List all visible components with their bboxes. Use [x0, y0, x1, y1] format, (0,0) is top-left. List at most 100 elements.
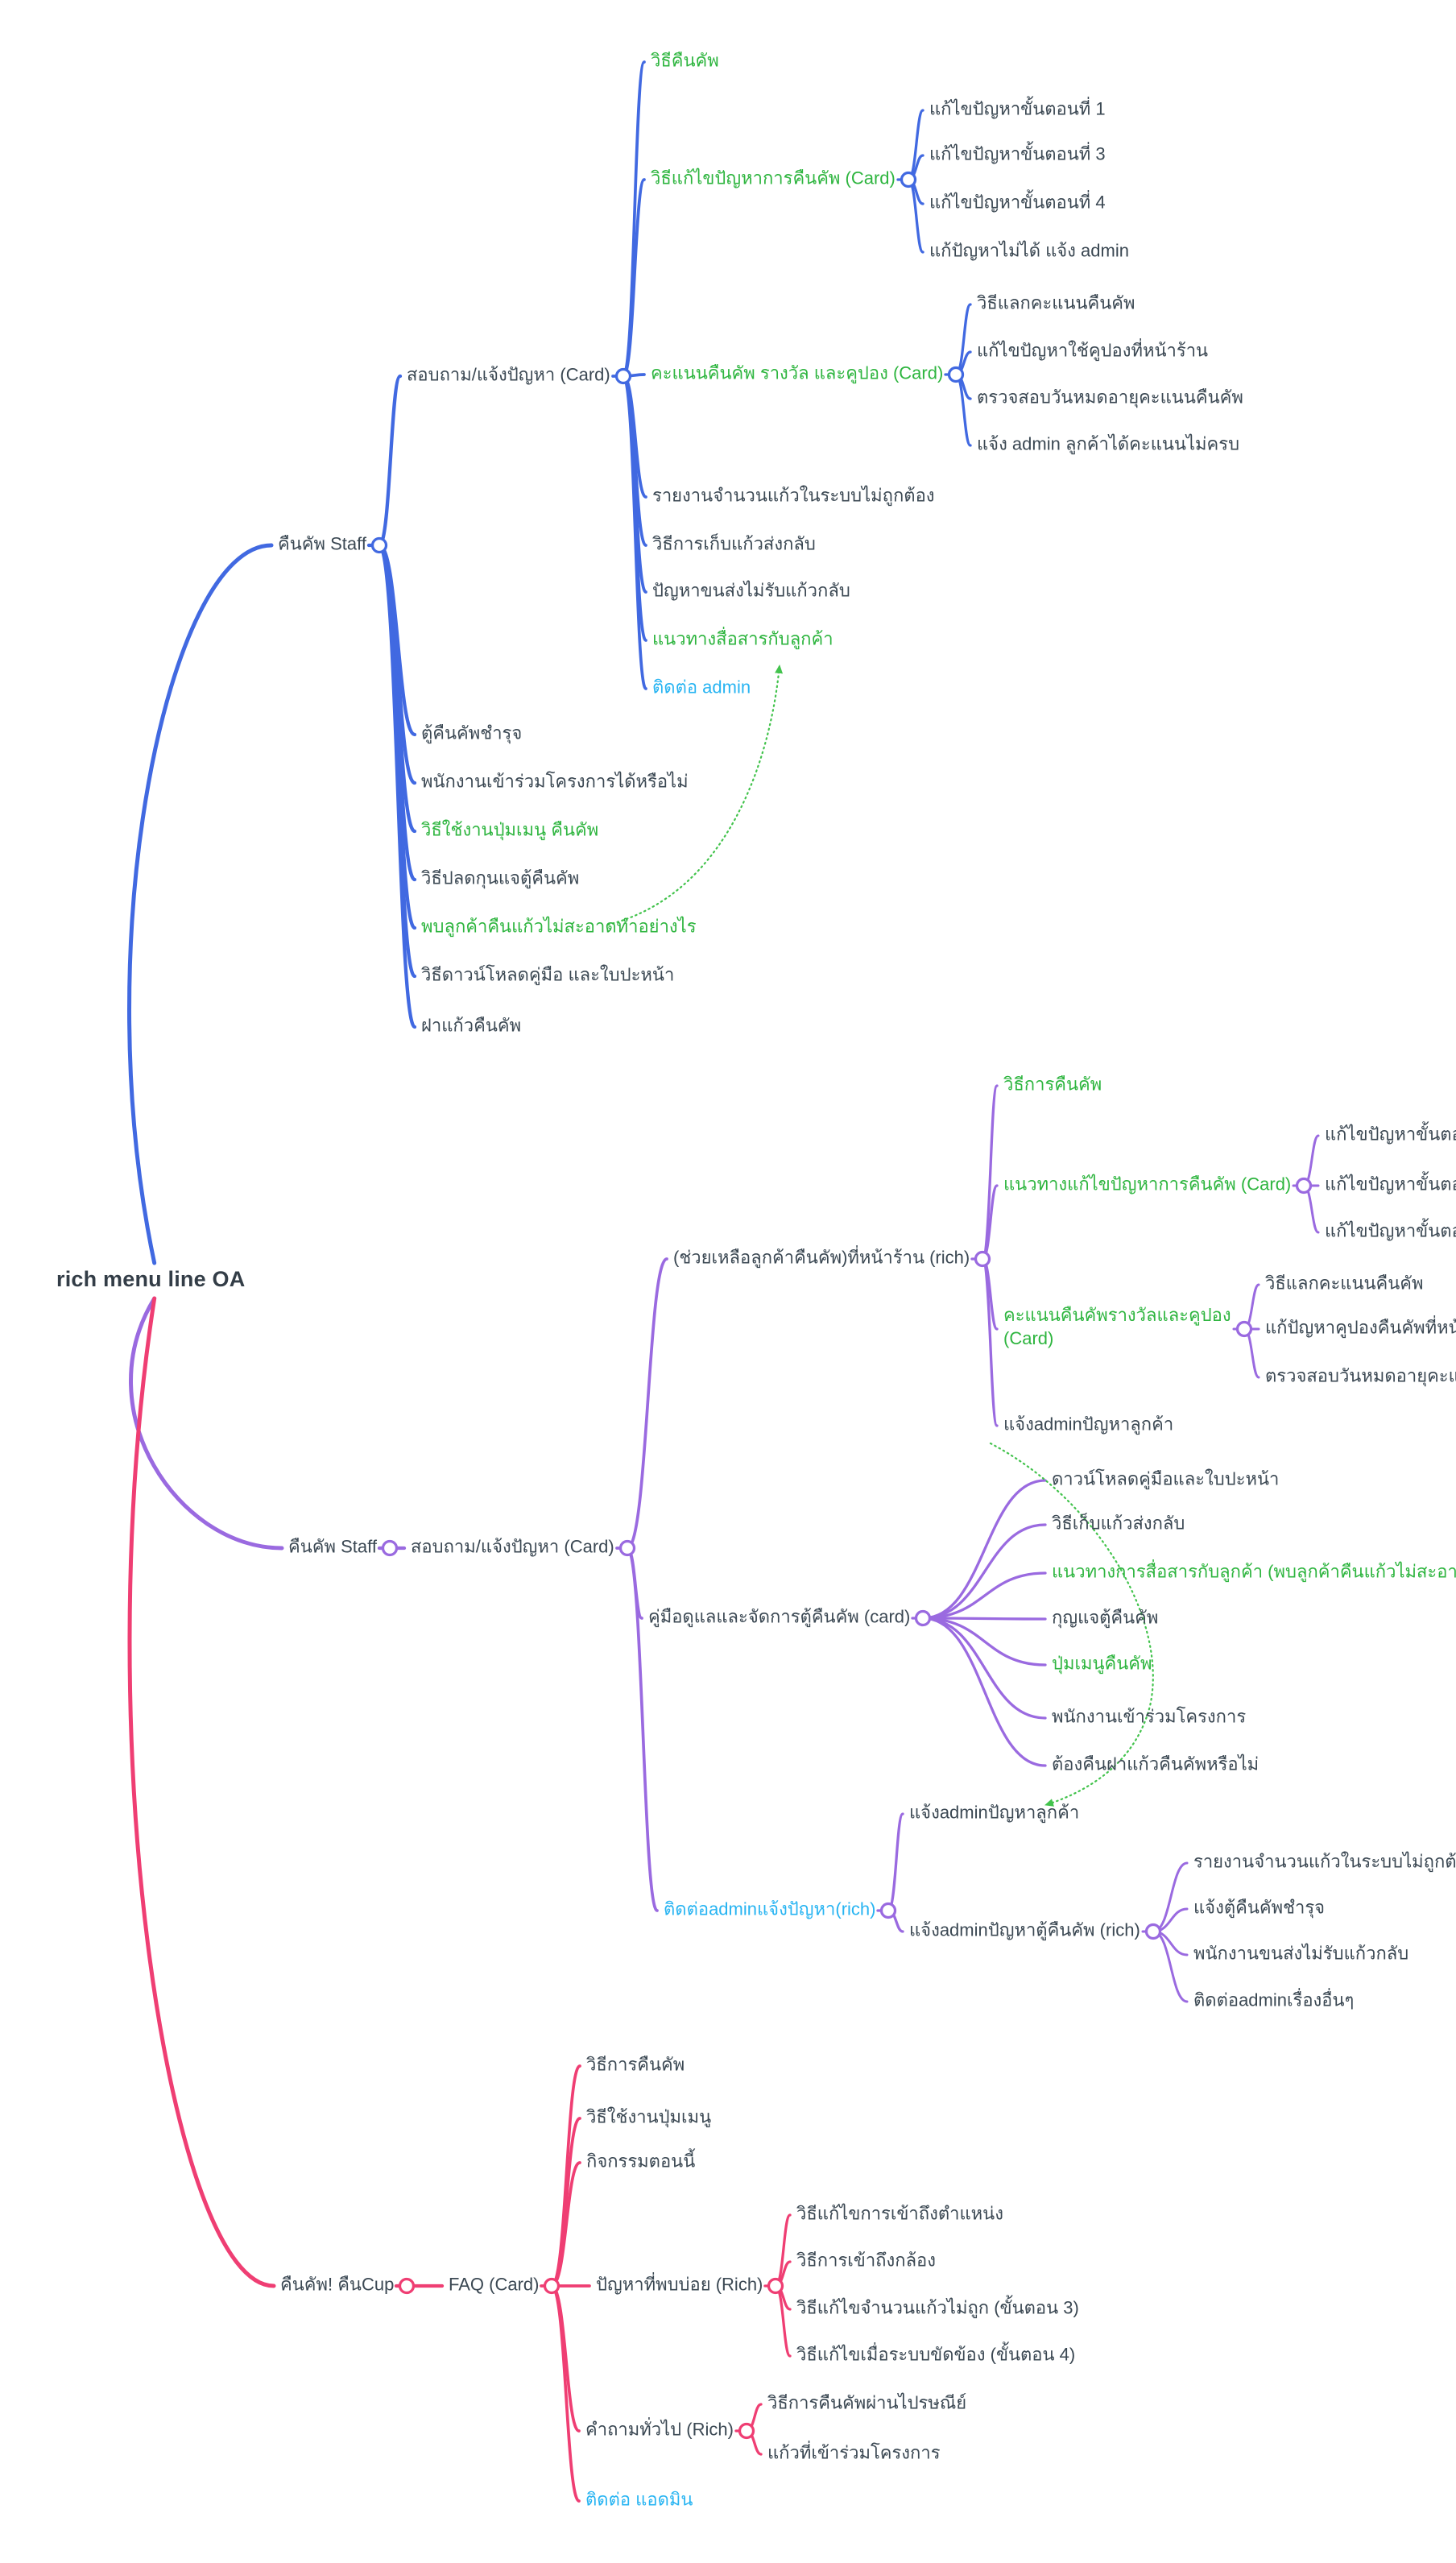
branch-link — [921, 1571, 1047, 1620]
mindmap-node[interactable]: วิธีแก้ไขเมื่อระบบขัดข้อง (ขั้นตอน 4) — [796, 2344, 1076, 2365]
mindmap-node[interactable]: วิธีการคืนคัพผ่านไปรษณีย์ — [767, 2392, 967, 2413]
collapse-circle-icon[interactable] — [1144, 1923, 1162, 1940]
branch-link — [921, 1479, 1047, 1620]
mindmap-node[interactable]: แก้ไขปัญหาขั้นตอนที่ 4 — [929, 192, 1106, 213]
mindmap-node[interactable]: แนวทางสื่อสารกับลูกค้า — [652, 628, 833, 649]
branch-link — [622, 178, 646, 378]
collapse-circle-icon[interactable] — [543, 2277, 560, 2295]
mindmap-node[interactable]: วิธีใช้งานปุ่มเมนู — [586, 2106, 712, 2127]
mindmap-node[interactable]: FAQ (Card) — [449, 2274, 540, 2295]
collapse-circle-icon[interactable] — [398, 2277, 416, 2295]
collapse-circle-icon[interactable] — [947, 366, 965, 383]
mindmap-node[interactable]: วิธีแก้ไขจำนวนแก้วไม่ถูก (ขั้นตอน 3) — [796, 2297, 1079, 2318]
collapse-circle-icon[interactable] — [767, 2277, 784, 2295]
mindmap-node[interactable]: คะแนนคืนคัพ รางวัล และคูปอง (Card) — [651, 362, 944, 383]
mindmap-node[interactable]: คืนคัพ Staff — [288, 1536, 377, 1557]
mindmap-node[interactable]: วิธีเก็บแก้วส่งกลับ — [1052, 1513, 1185, 1534]
mindmap-node[interactable]: แก้ไขปัญหาขั้นตอนที่ 3 — [1325, 1174, 1456, 1195]
mindmap-node[interactable]: ต้องคืนฝาแก้วคืนคัพหรือไม่ — [1052, 1754, 1260, 1774]
mindmap-node[interactable]: ตรวจสอบวันหมดอายุคะแนนคืนคัพ — [977, 387, 1243, 408]
mindmap-node[interactable]: ตู้คืนคัพชำรุจ — [421, 723, 523, 743]
mindmap-node[interactable]: แจ้งตู้คืนคัพชำรุจ — [1193, 1897, 1326, 1918]
mindmap-node[interactable]: พนักงานเข้าร่วมโครงการได้หรือไม่ — [421, 771, 689, 792]
mindmap-node[interactable]: แจ้งadminปัญหาตู้คืนคัพ (rich) — [909, 1919, 1140, 1940]
mindmap-node[interactable]: คืนคัพ Staff — [278, 533, 366, 554]
mindmap-node[interactable]: รายงานจำนวนแก้วในระบบไม่ถูกต้อง — [1193, 1851, 1456, 1872]
mindmap-node[interactable]: ติดต่อ แอดมิน — [585, 2489, 693, 2510]
branch-link — [921, 1617, 1047, 1767]
mindmap-node[interactable]: แจ้งadminปัญหาลูกค้า — [1003, 1414, 1174, 1435]
mindmap-node[interactable]: รายงานจำนวนแก้วในระบบไม่ถูกต้อง — [652, 485, 935, 506]
cross-link-arrow — [989, 1442, 1154, 1807]
branch-link — [550, 2284, 581, 2503]
branch-link — [626, 1257, 668, 1550]
mindmap-root-node[interactable]: rich menu line OA — [56, 1267, 246, 1292]
collapse-circle-icon[interactable] — [614, 367, 632, 385]
collapse-circle-icon[interactable] — [900, 171, 917, 188]
branch-link — [129, 1296, 284, 1551]
collapse-circle-icon[interactable] — [1235, 1320, 1253, 1338]
mindmap-node[interactable]: แก้ปัญหาไม่ได้ แจ้ง admin — [929, 240, 1129, 261]
mindmap-node[interactable]: วิธีแก้ไขการเข้าถึงตำแหน่ง — [796, 2203, 1003, 2224]
mindmap-node[interactable]: คำถามทั่วไป (Rich) — [585, 2419, 734, 2440]
mindmap-node[interactable]: พนักงานเข้าร่วมโครงการ — [1052, 1706, 1247, 1727]
mindmap-node[interactable]: วิธีแลกคะแนนคืนคัพ — [1265, 1273, 1424, 1294]
branch-link — [921, 1617, 1047, 1720]
mindmap-node[interactable]: วิธีดาวน์โหลดคู่มือ และใบปะหน้า — [421, 964, 675, 985]
mindmap-node[interactable]: ปุ่มเมนูคืนคัพ — [1052, 1653, 1152, 1674]
mindmap-node[interactable]: แก้ปัญหาคูปองคืนคัพที่หน้าร้าน — [1265, 1317, 1456, 1338]
mindmap-node[interactable]: แก้วที่เข้าร่วมโครงการ — [767, 2442, 941, 2463]
mindmap-node[interactable]: ติดต่อ admin — [652, 677, 751, 698]
mindmap-node[interactable]: วิธีปลดกุนแจตู้คืนคัพ — [421, 867, 580, 888]
mindmap-node[interactable]: วิธีแลกคะแนนคืนคัพ — [977, 292, 1135, 313]
collapse-circle-icon[interactable] — [914, 1609, 932, 1627]
branch-link — [921, 1617, 1047, 1667]
mindmap-node[interactable]: (ช่วยเหลือลูกค้าคืนคัพ)ที่หน้าร้าน (rich… — [673, 1247, 970, 1268]
mindmap-node[interactable]: ตรวจสอบวันหมดอายุคะแนนคืนคัพ — [1265, 1365, 1456, 1386]
mindmap-node[interactable]: วิธีการคืนคัพ — [586, 2054, 685, 2075]
mindmap-node[interactable]: วิธีใช้งานปุ่มเมนู คืนคัพ — [421, 819, 599, 840]
mindmap-node[interactable]: ดาวน์โหลดคู่มือและใบปะหน้า — [1052, 1468, 1280, 1489]
mindmap-node[interactable]: ติดต่อadminเรื่องอื่นๆ — [1193, 1990, 1355, 2010]
branch-link — [921, 1617, 1047, 1621]
mindmap-node[interactable]: วิธีการเข้าถึงกล้อง — [796, 2250, 937, 2271]
mindmap-node[interactable]: ติดต่อadminแจ้งปัญหา(rich) — [664, 1898, 876, 1919]
mindmap-node[interactable]: คะแนนคืนคัพรางวัลและคูปอง (Card) — [1003, 1305, 1231, 1348]
collapse-circle-icon[interactable] — [974, 1250, 991, 1268]
mindmap-node[interactable]: กิจกรรมตอนนี้ — [586, 2151, 696, 2172]
branch-link — [127, 543, 274, 1265]
mindmap-node[interactable]: แก้ไขปัญหาขั้นตอนที่ 3 — [929, 143, 1106, 164]
mindmap-node[interactable]: วิธีการคืนคัพ — [1003, 1074, 1102, 1095]
branch-link — [921, 1523, 1047, 1620]
mindmap-node[interactable]: แจ้งadminปัญหาลูกค้า — [909, 1802, 1080, 1823]
mindmap-node[interactable]: กุญแจตู้คืนคัพ — [1052, 1607, 1159, 1628]
mindmap-node[interactable]: วิธีคืนคัพ — [651, 50, 719, 71]
mindmap-node[interactable]: สอบถาม/แจ้งปัญหา (Card) — [411, 1536, 614, 1557]
mindmap-node[interactable]: แก้ไขปัญหาขั้นตอนที่ 4 — [1325, 1220, 1456, 1241]
mindmap-node[interactable]: แก้ไขปัญหาใช้คูปองที่หน้าร้าน — [977, 340, 1209, 361]
branch-link — [127, 1296, 276, 2288]
mindmap-node[interactable]: แจ้ง admin ลูกค้าได้คะแนนไม่ครบ — [977, 433, 1240, 454]
mindmap-node[interactable]: วิธีการเก็บแก้วส่งกลับ — [652, 533, 816, 554]
mindmap-node[interactable]: คืนคัพ! คืนCup — [280, 2274, 395, 2295]
mindmap-node[interactable]: สอบถาม/แจ้งปัญหา (Card) — [407, 364, 610, 385]
collapse-circle-icon[interactable] — [1295, 1177, 1313, 1195]
mindmap-node[interactable]: ฝาแก้วคืนคัพ — [421, 1015, 522, 1036]
mindmap-node[interactable]: แก้ไขปัญหาขั้นตอนที่ 1 — [929, 98, 1106, 119]
mindmap-node[interactable]: พบลูกค้าคืนแก้วไม่สะอาดทำอย่างไร — [421, 916, 697, 937]
collapse-circle-icon[interactable] — [618, 1539, 636, 1557]
mindmap-node[interactable]: แนวทางแก้ไขปัญหาการคืนคัพ (Card) — [1003, 1174, 1292, 1195]
mindmap-node[interactable]: คู่มือดูแลและจัดการตู้คืนคัพ (card) — [648, 1606, 911, 1627]
collapse-circle-icon[interactable] — [879, 1902, 897, 1919]
mindmap-node[interactable]: แก้ไขปัญหาขั้นตอนที่ 1 — [1325, 1124, 1456, 1145]
collapse-circle-icon[interactable] — [381, 1539, 399, 1557]
mindmap-node[interactable]: ปัญหาที่พบบ่อย (Rich) — [596, 2274, 763, 2295]
collapse-circle-icon[interactable] — [370, 536, 388, 554]
mindmap-node[interactable]: วิธีแก้ไขปัญหาการคืนคัพ (Card) — [651, 168, 896, 188]
mindmap-node[interactable]: ปัญหาขนส่งไม่รับแก้วกลับ — [652, 580, 850, 601]
collapse-circle-icon[interactable] — [738, 2422, 755, 2440]
mindmap-node[interactable]: พนักงานขนส่งไม่รับแก้วกลับ — [1193, 1943, 1409, 1964]
mindmap-node[interactable]: แนวทางการสื่อสารกับลูกค้า (พบลูกค้าคืนแก… — [1052, 1561, 1456, 1582]
